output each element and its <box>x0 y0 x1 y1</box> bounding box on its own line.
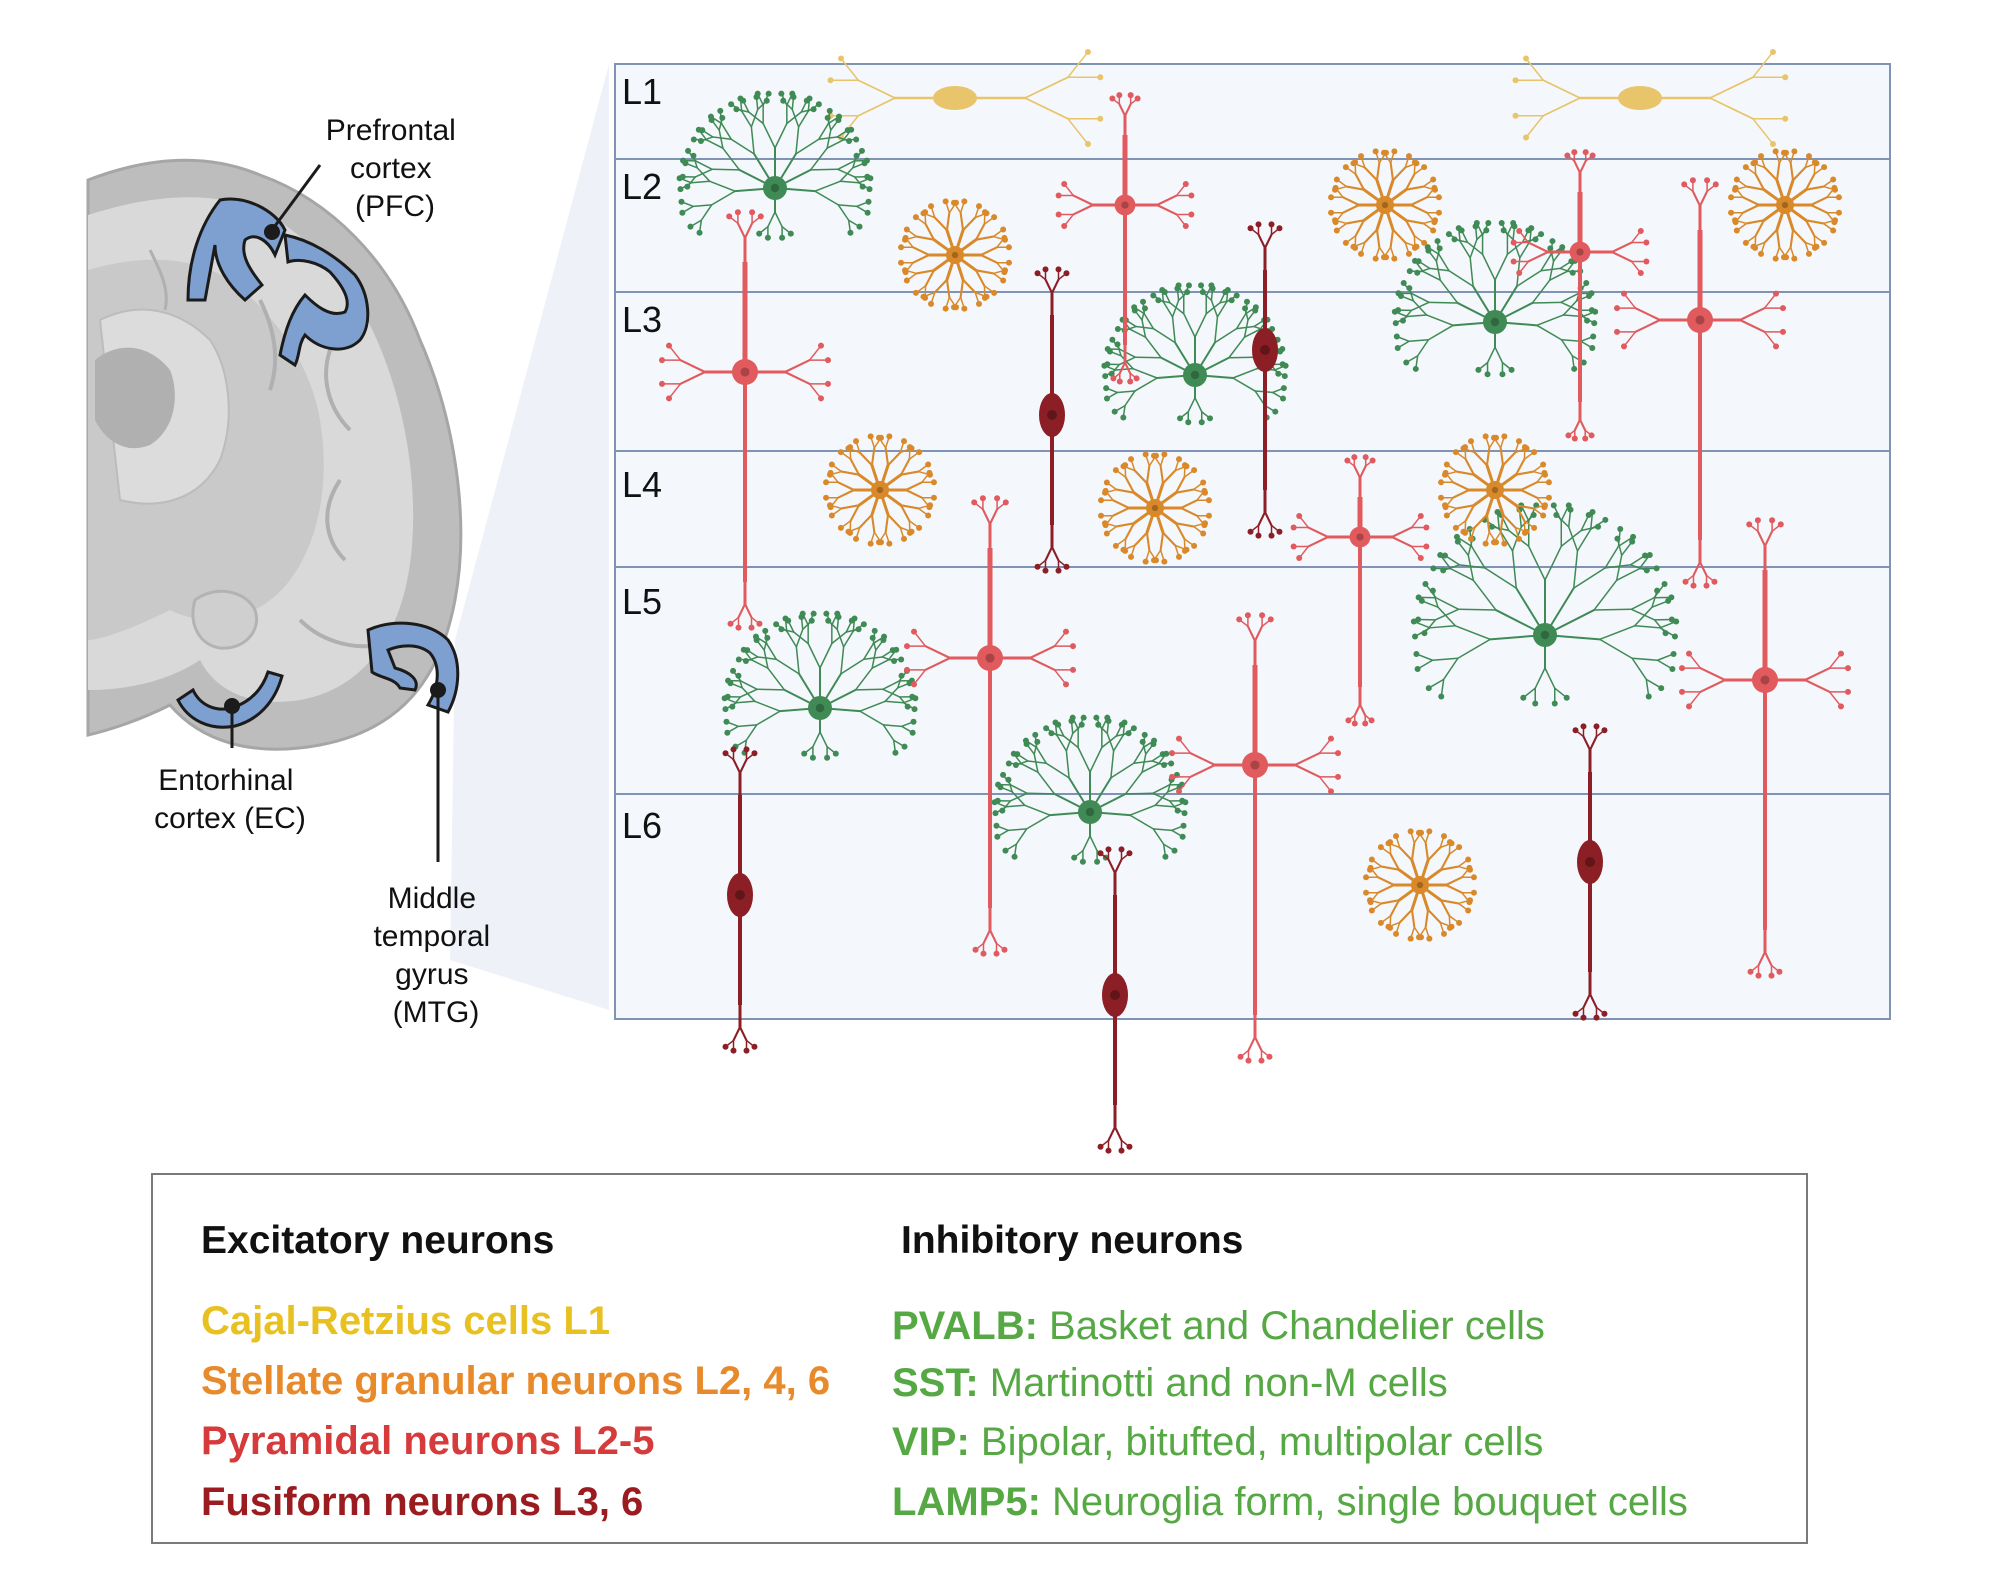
legend-vip-key: VIP: <box>892 1420 970 1464</box>
zoom-projection <box>450 64 609 1010</box>
neuron-soma <box>933 86 977 110</box>
legend-pvalb-text: Basket and Chandelier cells <box>1037 1304 1545 1348</box>
neuron-soma <box>977 645 1003 671</box>
neuron-soma <box>1252 328 1278 372</box>
layer-label: L4 <box>622 464 662 505</box>
neuron-soma <box>1078 800 1102 824</box>
neuron-soma <box>1114 194 1136 216</box>
ec-label: Entorhinal cortex (EC) <box>154 764 306 835</box>
neuron-soma <box>1483 310 1507 334</box>
neuron-soma <box>1102 973 1128 1017</box>
legend-sst: SST: Martinotti and non-M cells <box>892 1361 1448 1406</box>
layer-label: L1 <box>622 71 662 112</box>
legend-lamp5-key: LAMP5: <box>892 1480 1041 1524</box>
legend-vip-text: Bipolar, bitufted, multipolar cells <box>969 1420 1544 1464</box>
legend-pvalb-key: PVALB: <box>892 1304 1038 1348</box>
neuron-soma <box>1039 393 1065 437</box>
excitatory-heading: Excitatory neurons <box>201 1219 555 1262</box>
neuron-soma <box>1577 840 1603 884</box>
layer-label: L6 <box>622 805 662 846</box>
neuron-soma <box>732 359 758 385</box>
legend-lamp5: LAMP5: Neuroglia form, single bouquet ce… <box>892 1480 1688 1525</box>
neuron-soma <box>1376 196 1394 214</box>
brain-coronal-section <box>86 158 463 862</box>
legend-sst-text: Martinotti and non-M cells <box>978 1361 1448 1405</box>
layer-label: L5 <box>622 581 662 622</box>
legend-pyramidal: Pyramidal neurons L2-5 <box>201 1419 655 1463</box>
legend-cajal-retzius: Cajal-Retzius cells L1 <box>201 1299 611 1343</box>
neuron-soma <box>763 176 787 200</box>
neuron-soma <box>1411 876 1429 894</box>
neuron-soma <box>1146 499 1164 517</box>
neuron-soma <box>1533 623 1557 647</box>
neuron-soma <box>1242 752 1268 778</box>
neuron-soma <box>1569 241 1591 263</box>
mtg-label: Middle temporal gyrus (MTG) <box>373 882 498 1029</box>
neuron-soma <box>1618 86 1662 110</box>
neuron-soma <box>1183 363 1207 387</box>
neuron-soma <box>1486 481 1504 499</box>
neuron-soma <box>1349 526 1371 548</box>
neuron-soma <box>1776 196 1794 214</box>
legend-panel: Excitatory neurons Inhibitory neurons Ca… <box>151 1173 1808 1544</box>
cortex-layer-panel: L1 L2 L3 L4 L5 L6 <box>614 63 1891 1020</box>
inhibitory-heading: Inhibitory neurons <box>901 1219 1244 1262</box>
neuron-soma <box>1687 307 1713 333</box>
legend-pvalb: PVALB: Basket and Chandelier cells <box>892 1304 1545 1349</box>
legend-lamp5-text: Neuroglia form, single bouquet cells <box>1040 1480 1688 1524</box>
neuron-soma <box>871 481 889 499</box>
neuron-soma <box>1752 667 1778 693</box>
neuron-soma <box>727 873 753 917</box>
legend-sst-key: SST: <box>892 1361 979 1405</box>
neuron-soma <box>808 696 832 720</box>
layer-label: L3 <box>622 299 662 340</box>
layer-label: L2 <box>622 166 662 207</box>
pfc-label: Prefrontal cortex (PFC) <box>326 114 464 223</box>
neuron-illustrations <box>659 48 1851 1154</box>
legend-fusiform: Fusiform neurons L3, 6 <box>201 1480 644 1524</box>
neuron-soma <box>946 246 964 264</box>
legend-stellate: Stellate granular neurons L2, 4, 6 <box>201 1359 831 1403</box>
legend-vip: VIP: Bipolar, bitufted, multipolar cells <box>892 1420 1543 1465</box>
